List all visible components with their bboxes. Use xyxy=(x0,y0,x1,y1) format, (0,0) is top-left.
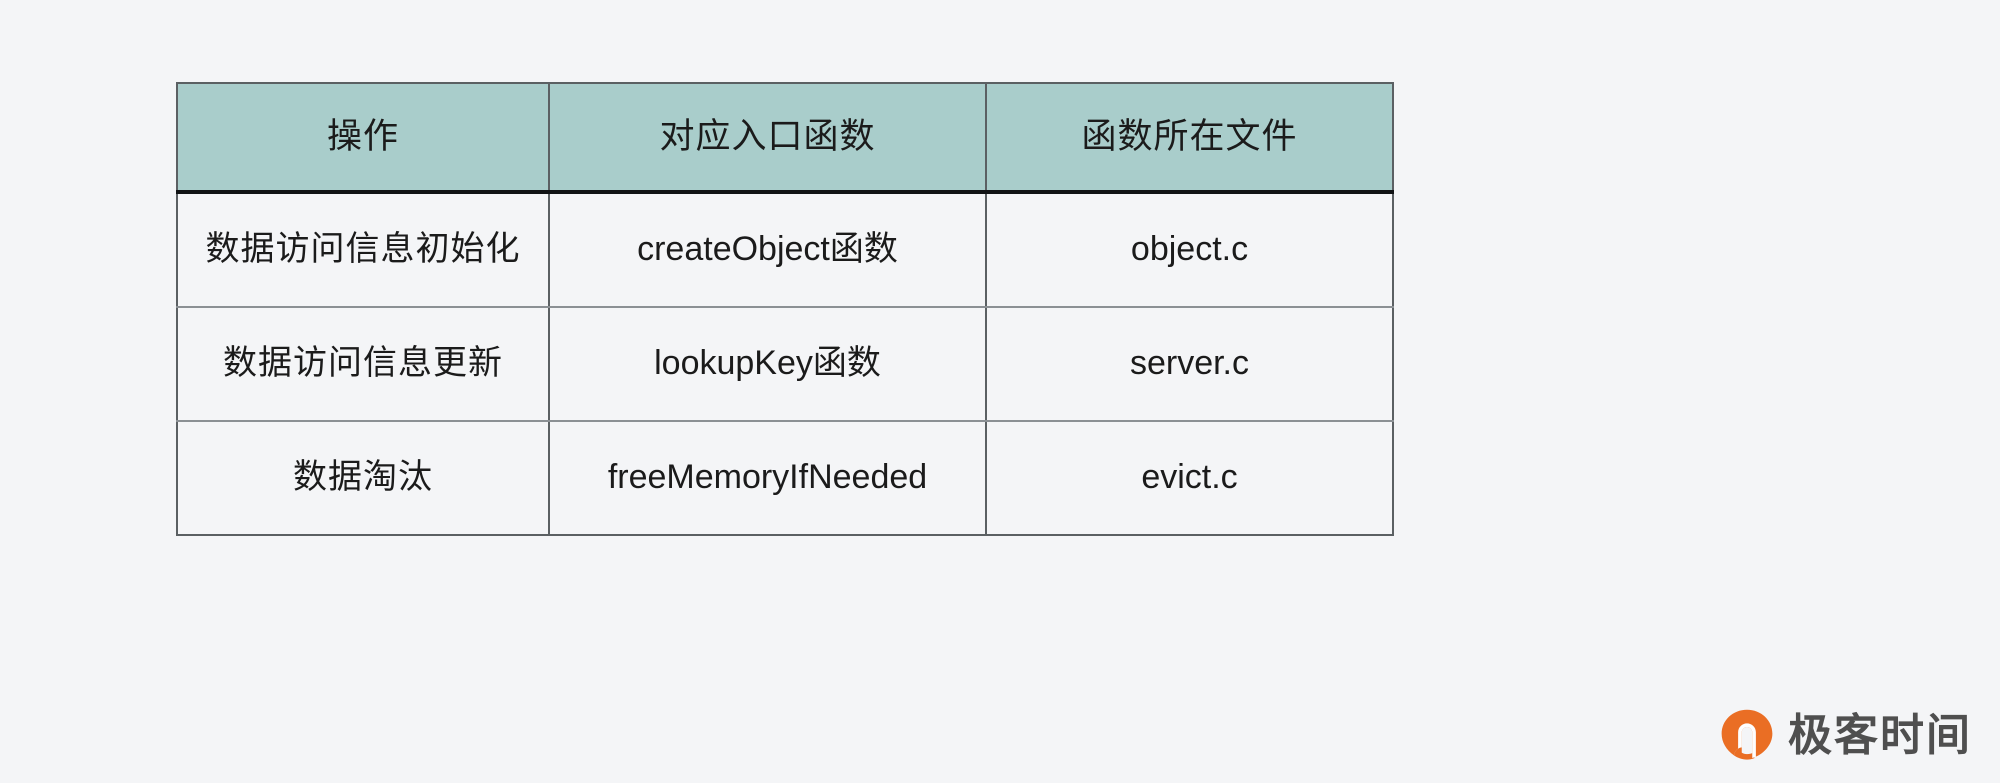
watermark-label: 极客时间 xyxy=(1788,710,1972,761)
cell-file: evict.c xyxy=(985,421,1394,536)
table-row: 数据访问信息初始化 createObject函数 object.c xyxy=(176,192,1394,308)
cell-entry-function: freeMemoryIfNeeded xyxy=(548,421,987,536)
table-row: 数据访问信息更新 lookupKey函数 server.c xyxy=(176,307,1394,422)
column-header-entry-function-label: 对应入口函数 xyxy=(659,116,876,157)
cell-operation-text: 数据访问信息更新 xyxy=(223,343,503,384)
cell-file-text: evict.c xyxy=(1141,458,1238,497)
header-row: 操作 对应入口函数 函数所在文件 xyxy=(176,82,1394,194)
column-header-operation: 操作 xyxy=(176,82,550,194)
cell-entry-function-text: lookupKey函数 xyxy=(654,344,881,383)
column-header-operation-label: 操作 xyxy=(326,116,399,157)
cell-entry-function-text: createObject函数 xyxy=(637,230,898,269)
cell-entry-function: lookupKey函数 xyxy=(548,307,987,422)
table-header: 操作 对应入口函数 函数所在文件 xyxy=(176,82,1394,194)
cell-operation-text: 数据淘汰 xyxy=(293,457,433,498)
cell-file: object.c xyxy=(985,192,1394,308)
column-header-entry-function: 对应入口函数 xyxy=(548,82,987,194)
cell-entry-function-text: freeMemoryIfNeeded xyxy=(607,458,928,497)
cell-operation-text: 数据访问信息初始化 xyxy=(205,229,521,270)
cell-operation: 数据淘汰 xyxy=(176,421,550,536)
cell-file-text: object.c xyxy=(1130,230,1249,269)
column-header-file: 函数所在文件 xyxy=(985,82,1394,194)
table-body: 数据访问信息初始化 createObject函数 object.c 数据访问信息… xyxy=(176,192,1394,536)
function-mapping-table: 操作 对应入口函数 函数所在文件 数据访问信息初始化 creat xyxy=(176,82,1394,536)
column-header-file-label: 函数所在文件 xyxy=(1081,116,1298,157)
cell-entry-function: createObject函数 xyxy=(548,192,987,308)
table-container: 操作 对应入口函数 函数所在文件 数据访问信息初始化 creat xyxy=(176,82,1394,536)
table-row: 数据淘汰 freeMemoryIfNeeded evict.c xyxy=(176,421,1394,536)
watermark: 极客时间 xyxy=(1718,707,1972,765)
cell-operation: 数据访问信息更新 xyxy=(176,307,550,422)
cell-file-text: server.c xyxy=(1129,344,1250,383)
cell-operation: 数据访问信息初始化 xyxy=(176,192,550,308)
cell-file: server.c xyxy=(985,307,1394,422)
geektime-circle-logo-icon xyxy=(1721,709,1773,760)
